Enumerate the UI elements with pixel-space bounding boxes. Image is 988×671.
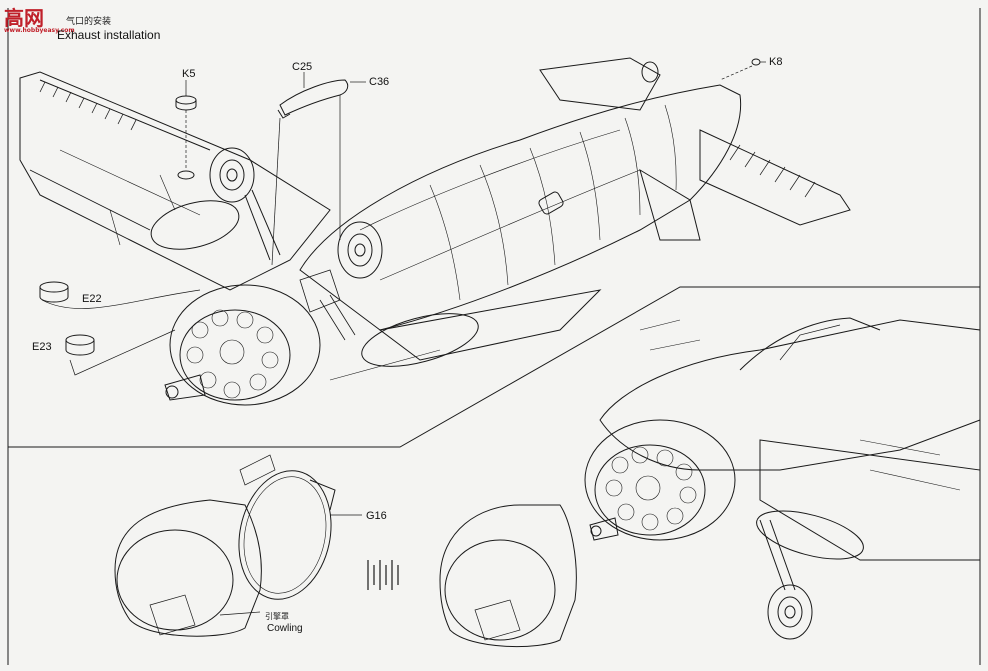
step-title: Exhaust installation (57, 28, 161, 42)
inset-engine (584, 419, 736, 541)
inset-cowling (439, 504, 577, 647)
cowling-exploded (114, 454, 276, 637)
cowling-leader (219, 611, 261, 616)
part-c25-c36-shape (271, 72, 366, 266)
part-e22-label: E22 (82, 293, 102, 305)
part-c25-label: C25 (292, 61, 313, 73)
fuselage (299, 84, 742, 331)
part-k8-label: K8 (769, 56, 783, 68)
part-g16-shape (238, 470, 362, 600)
step-title-cn: 气口的安装 (66, 17, 112, 27)
part-k5-label: K5 (182, 68, 196, 80)
part-c36-label: C36 (369, 76, 390, 88)
left-gear-cover (150, 200, 240, 250)
right-wing-main (329, 289, 602, 381)
assembly-arrows (367, 560, 399, 590)
inset-wheel (759, 519, 813, 640)
tail (539, 57, 851, 241)
exhaust-pipes (299, 269, 356, 341)
part-k5-shape (175, 80, 197, 180)
cowling-label: Cowling (267, 623, 303, 634)
watermark-url: www.hobbyeasy.com (4, 27, 75, 34)
cowling-label-cn: 引擎罩 (265, 612, 289, 621)
part-e23-label: E23 (32, 341, 52, 353)
part-g16-label: G16 (366, 510, 387, 522)
engine-main (164, 284, 321, 406)
left-wing (19, 71, 331, 291)
right-main-wheel (337, 221, 383, 279)
part-k8-shape (719, 58, 766, 81)
watermark-logo: 高网 (4, 6, 44, 30)
left-main-wheel (209, 147, 281, 261)
part-e22-shape (39, 281, 201, 309)
inset-aircraft (599, 317, 981, 561)
part-e23-shape (65, 329, 176, 376)
main-panel-border (8, 286, 980, 448)
